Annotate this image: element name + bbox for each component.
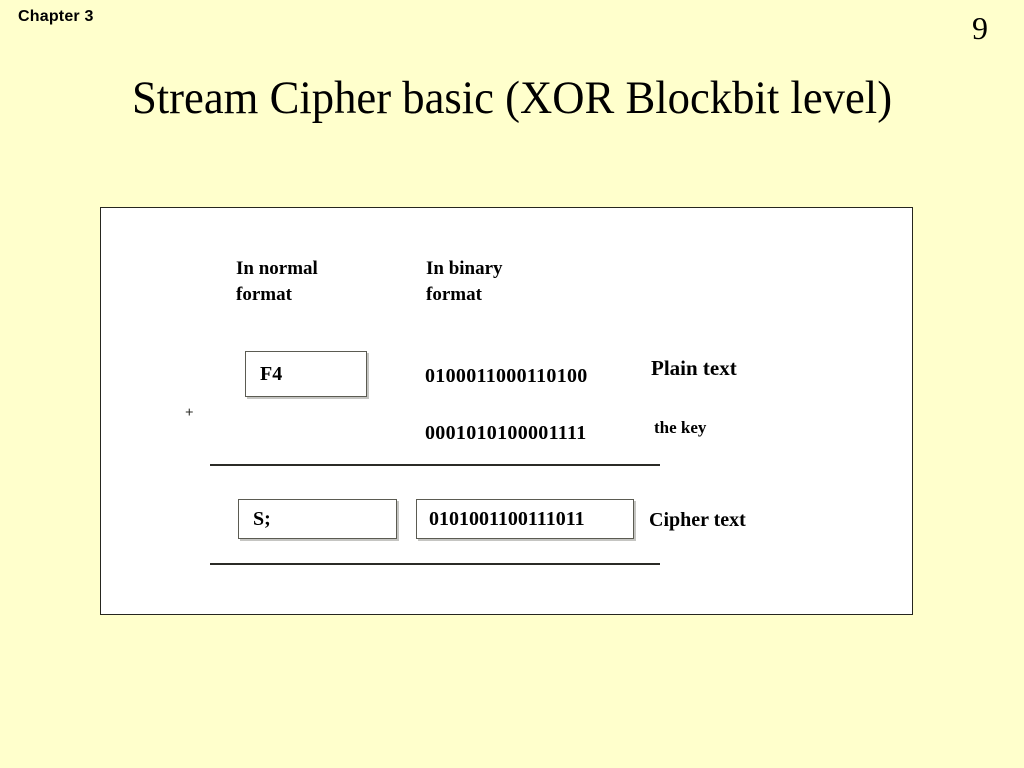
plaintext-binary-value: 0100011000110100 <box>425 365 588 387</box>
diagram-panel: In normal format In binary format + F4 0… <box>100 207 913 615</box>
chapter-label: Chapter 3 <box>18 8 94 25</box>
ciphertext-normal-value: S; <box>253 507 271 530</box>
plaintext-label: Plain text <box>651 356 737 380</box>
page-number: 9 <box>972 10 988 46</box>
key-label: the key <box>654 418 707 437</box>
column-header-binary-format: In binary format <box>426 258 503 305</box>
page-title: Stream Cipher basic (XOR Blockbit level) <box>131 72 893 124</box>
xor-plus-operator: + <box>185 405 194 421</box>
xor-divider-line-top <box>210 464 660 466</box>
ciphertext-binary-value: 0101001100111011 <box>429 507 585 530</box>
plaintext-normal-box: F4 <box>245 351 367 397</box>
ciphertext-normal-box: S; <box>238 499 397 539</box>
key-binary-value: 0001010100001111 <box>425 422 587 444</box>
ciphertext-label: Cipher text <box>649 509 746 531</box>
ciphertext-binary-box: 0101001100111011 <box>416 499 634 539</box>
xor-divider-line-bottom <box>210 563 660 565</box>
plaintext-normal-value: F4 <box>260 362 283 385</box>
column-header-normal-format: In normal format <box>236 258 318 305</box>
